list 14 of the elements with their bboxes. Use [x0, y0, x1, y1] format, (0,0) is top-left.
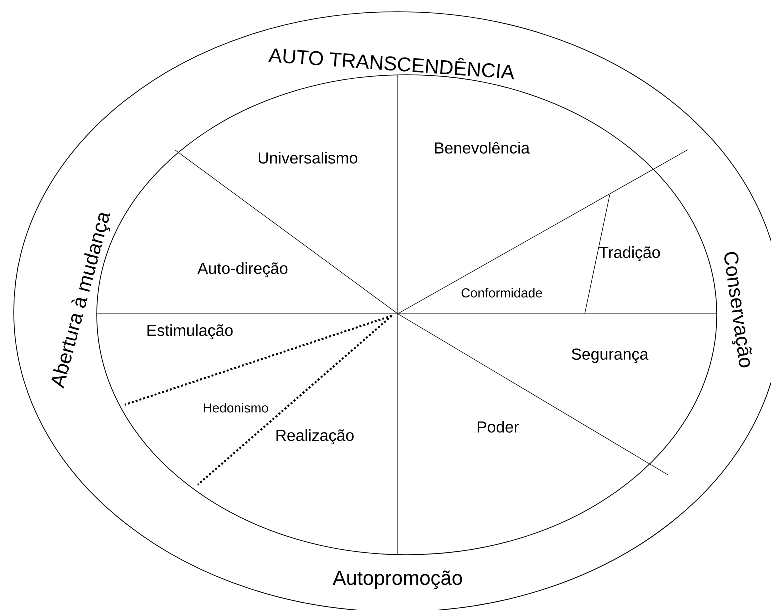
- sector-label: Poder: [478, 421, 520, 433]
- sector-label: Hedonismo: [204, 403, 268, 413]
- ring-heading: Conservação: [724, 252, 753, 368]
- ring-heading: AUTO TRANSCENDÊNCIA: [268, 48, 514, 80]
- ring-heading: Autopromoção: [333, 570, 462, 590]
- sector-label: Segurança: [572, 348, 649, 364]
- sector-label: Universalismo: [259, 152, 358, 164]
- sector-label: Conformidade: [462, 288, 542, 298]
- sector-label: Tradição: [600, 246, 660, 262]
- sector-label: Realização: [276, 430, 354, 444]
- sector-label: Auto-direção: [198, 262, 288, 278]
- sector-label: Benevolência: [435, 142, 530, 154]
- ring-heading: Abertura à mudança: [52, 213, 111, 389]
- sector-label: Estimulação: [148, 324, 233, 340]
